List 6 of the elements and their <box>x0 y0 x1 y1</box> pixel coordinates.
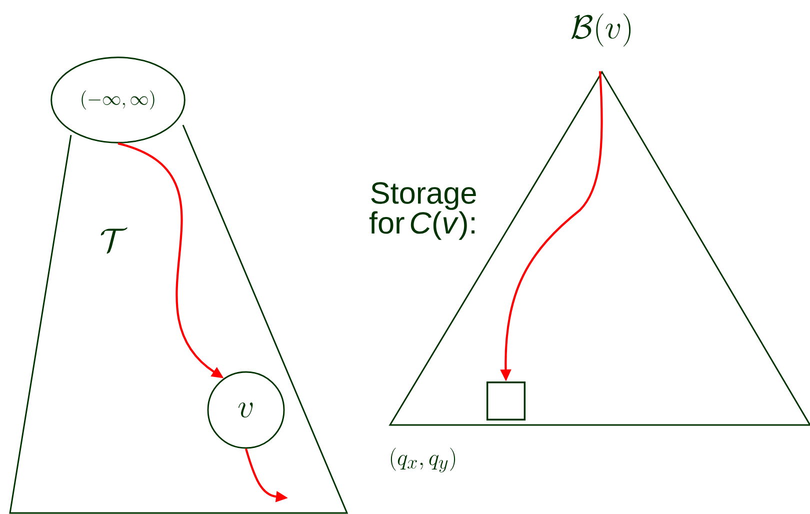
side-label: Storage for C(v): <box>369 182 476 240</box>
circle-node: $v$ <box>207 371 285 449</box>
node-label: $\mathcal{B}(v)$ <box>571 13 631 47</box>
ellipse-node: $(-\infty,\infty)$ <box>50 56 186 144</box>
storage-box <box>486 381 526 421</box>
corner-label: $(q_x,q_y)$ <box>390 448 456 472</box>
